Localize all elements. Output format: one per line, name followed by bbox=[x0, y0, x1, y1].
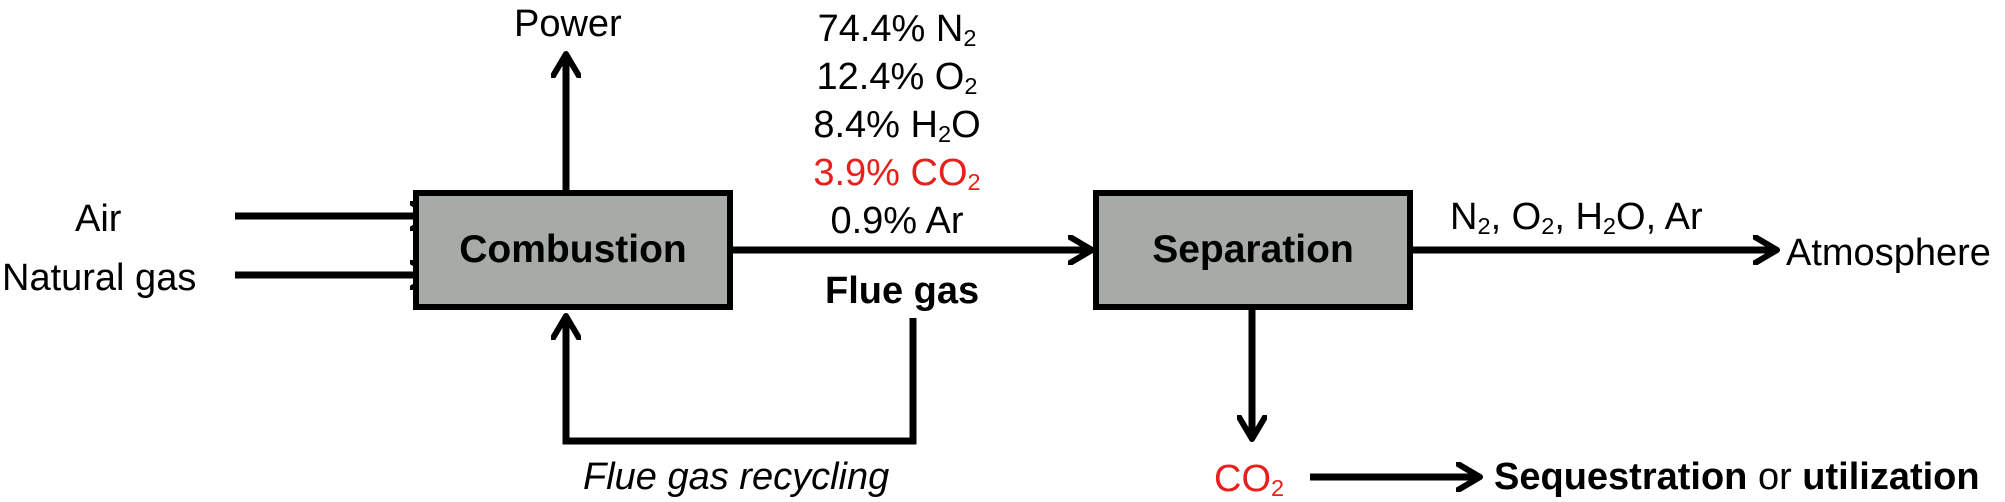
utilization-word: utilization bbox=[1802, 456, 1980, 498]
natural-gas-label: Natural gas bbox=[2, 257, 197, 299]
composition-line-co2: 3.9% CO2 bbox=[813, 152, 981, 196]
atmosphere-label: Atmosphere bbox=[1786, 232, 1991, 274]
composition-line-n2: 74.4% N2 bbox=[817, 8, 977, 52]
composition-line-ar: 0.9% Ar bbox=[830, 200, 964, 242]
combustion-box: Combustion bbox=[413, 190, 733, 310]
sequestration-word: Sequestration bbox=[1494, 456, 1748, 498]
vent-composition-label: N2, O2, H2O, Ar bbox=[1450, 196, 1703, 240]
flue-gas-composition: 74.4% N2 12.4% O2 8.4% H2O 3.9% CO2 0.9%… bbox=[772, 5, 1022, 245]
flue-gas-recycling-label: Flue gas recycling bbox=[583, 456, 890, 498]
power-label: Power bbox=[514, 3, 622, 45]
flue-gas-label: Flue gas bbox=[825, 270, 980, 312]
composition-line-o2: 12.4% O2 bbox=[816, 56, 978, 100]
composition-line-h2o: 8.4% H2O bbox=[813, 104, 981, 148]
or-word: or bbox=[1747, 456, 1803, 498]
co2-product-label: CO2 bbox=[1214, 458, 1285, 502]
air-label: Air bbox=[75, 198, 122, 240]
recycle-loop-arrow bbox=[566, 318, 917, 445]
separation-box: Separation bbox=[1093, 190, 1413, 310]
sequestration-label: Sequestration or utilization bbox=[1494, 458, 1980, 496]
